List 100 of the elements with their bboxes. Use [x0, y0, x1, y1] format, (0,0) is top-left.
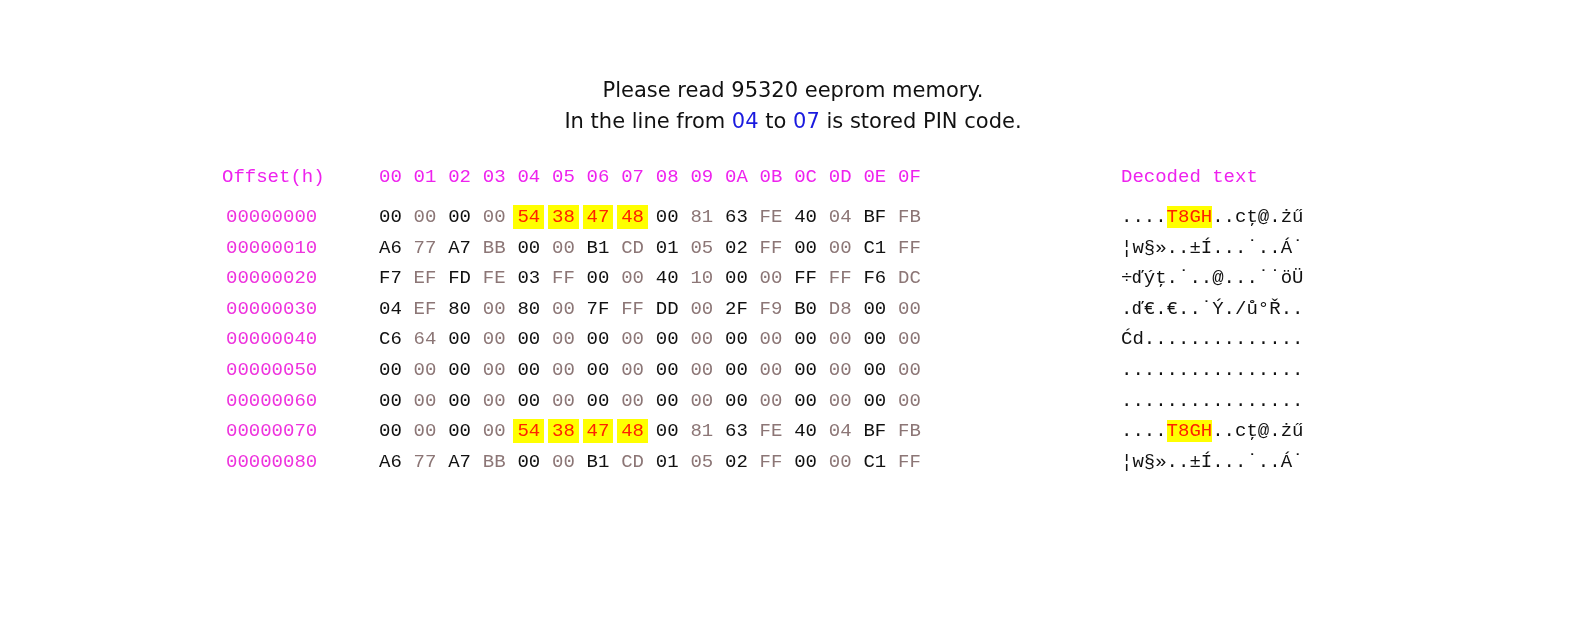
hex-byte: 00 [586, 327, 610, 352]
column-header: 0D [828, 165, 852, 189]
hex-byte: 00 [517, 358, 541, 382]
hex-byte: 00 [379, 388, 402, 413]
row-offset: 00000030 [226, 296, 318, 321]
hex-byte: 00 [621, 388, 644, 413]
hex-byte: FF [794, 266, 817, 291]
hex-byte: F6 [863, 266, 887, 291]
hex-byte: 00 [725, 388, 748, 413]
decoded-text: ÷ďýţ.˙..@...˙˙öÜ [1121, 266, 1304, 291]
column-header: 07 [621, 165, 644, 189]
hex-byte: 00 [621, 266, 644, 291]
hex-byte: 00 [794, 449, 817, 474]
hex-byte: 00 [655, 327, 679, 352]
hex-byte: D8 [828, 296, 852, 321]
hex-byte: 00 [655, 205, 679, 229]
row-offset: 00000000 [226, 205, 318, 229]
hex-byte: BF [863, 205, 887, 229]
hex-byte: C1 [863, 449, 887, 474]
hex-byte: 63 [725, 419, 748, 444]
hex-byte: C1 [863, 235, 887, 260]
hex-byte: FB [898, 205, 921, 229]
column-header: Decoded text [1121, 165, 1258, 189]
hex-byte: 00 [898, 358, 921, 382]
hex-byte: 01 [655, 235, 679, 260]
hex-byte: FF [552, 266, 575, 291]
hex-byte: FE [759, 205, 783, 229]
hex-byte: 00 [863, 358, 887, 382]
hex-byte: 00 [828, 449, 852, 474]
hex-byte: 40 [794, 419, 817, 444]
row-offset: 00000040 [226, 327, 318, 352]
hex-byte: 00 [690, 296, 714, 321]
decoded-text: ....T8GH..cţ@.żű [1121, 419, 1304, 444]
hex-byte: DD [655, 296, 679, 321]
hex-byte: 00 [621, 327, 644, 352]
hex-byte: 00 [552, 449, 575, 474]
hex-byte: FE [759, 419, 783, 444]
hex-byte: 00 [655, 358, 679, 382]
hex-byte: 00 [482, 296, 506, 321]
hex-byte: 54 [513, 205, 545, 229]
hex-byte: CD [621, 235, 644, 260]
hex-byte: 81 [690, 205, 714, 229]
hex-byte: 00 [898, 296, 921, 321]
hex-byte: DC [898, 266, 921, 291]
hex-byte: 00 [552, 358, 575, 382]
hex-byte: 81 [690, 419, 714, 444]
hex-byte: 64 [413, 327, 437, 352]
hex-byte: 00 [448, 205, 471, 229]
hex-byte: 00 [898, 327, 921, 352]
decoded-text: ................ [1121, 388, 1304, 413]
hex-byte: 10 [690, 266, 714, 291]
column-header: 04 [517, 165, 541, 189]
hex-byte: 00 [379, 419, 402, 444]
hex-byte: 00 [863, 327, 887, 352]
row-offset: 00000020 [226, 266, 318, 291]
row-offset: 00000050 [226, 358, 318, 382]
hex-byte: A7 [448, 235, 471, 260]
hex-byte: 00 [517, 388, 541, 413]
hex-byte: 04 [379, 296, 402, 321]
hex-byte: 00 [725, 358, 748, 382]
hex-byte: 02 [725, 235, 748, 260]
hex-byte: 00 [586, 358, 610, 382]
hex-byte: 77 [413, 235, 437, 260]
hex-byte: 00 [482, 205, 506, 229]
hex-byte: 00 [448, 419, 471, 444]
hex-byte: B1 [586, 235, 610, 260]
hex-byte: 00 [898, 388, 921, 413]
hex-byte: 05 [690, 235, 714, 260]
hex-byte: 00 [725, 327, 748, 352]
hex-byte: FD [448, 266, 471, 291]
hex-byte: 00 [586, 388, 610, 413]
hex-byte: FB [898, 419, 921, 444]
hex-byte: 00 [552, 235, 575, 260]
hex-byte: F7 [379, 266, 402, 291]
decoded-text: ¦w§»..±Í...˙..Á˙ [1121, 235, 1304, 260]
column-header: 0A [725, 165, 748, 189]
hex-byte: 00 [413, 388, 437, 413]
hex-byte: 38 [548, 419, 579, 444]
hex-byte: 00 [413, 358, 437, 382]
hex-byte: F9 [759, 296, 783, 321]
hex-byte: BB [482, 449, 506, 474]
row-offset: 00000010 [226, 235, 318, 260]
hex-byte: 00 [690, 358, 714, 382]
hex-byte: FE [482, 266, 506, 291]
column-header: 0C [794, 165, 817, 189]
column-header: 0B [759, 165, 783, 189]
hex-byte: FF [621, 296, 644, 321]
row-offset: 00000080 [226, 449, 318, 474]
hex-byte: 38 [548, 205, 579, 229]
decoded-text: Ćd.............. [1121, 327, 1304, 352]
hex-byte: 00 [413, 205, 437, 229]
hex-byte: 47 [582, 205, 614, 229]
instruction-text: In the line from 04 to 07 is stored PIN code. [563, 109, 1023, 133]
hex-byte: 00 [552, 388, 575, 413]
hex-byte: 00 [448, 327, 471, 352]
hex-byte: 77 [413, 449, 437, 474]
column-header: 03 [482, 165, 506, 189]
hex-byte: A7 [448, 449, 471, 474]
column-header: 08 [655, 165, 679, 189]
hex-byte: 40 [794, 205, 817, 229]
